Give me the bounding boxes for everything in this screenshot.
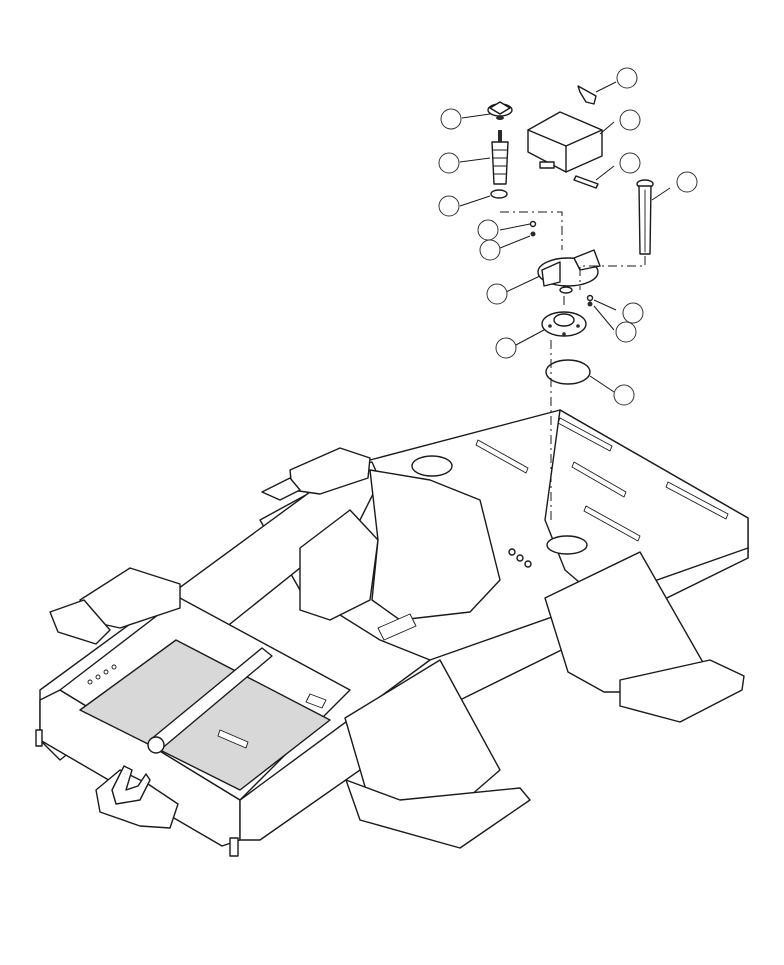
callout-circles — [438, 67, 698, 406]
callout-circle — [615, 321, 637, 343]
callout-leaders — [459, 81, 671, 393]
assembly-centerline-gauge — [579, 256, 646, 290]
key — [577, 85, 597, 105]
callout-circle — [676, 171, 698, 193]
callout-circle — [479, 239, 501, 261]
filler-cap — [487, 101, 513, 120]
center-plate-left — [299, 509, 379, 621]
callout-circle — [486, 283, 508, 305]
callout-circle — [495, 337, 517, 359]
level-gauge — [636, 179, 654, 255]
pin — [573, 175, 599, 189]
callout-circle — [440, 108, 462, 130]
control-box — [527, 111, 603, 173]
sender-gasket — [545, 359, 591, 385]
foot-front-right — [345, 779, 531, 849]
rear-bracket — [377, 613, 417, 641]
sender-top-plate — [537, 249, 601, 294]
foot-left-rear — [49, 599, 111, 645]
tow-hook — [111, 765, 151, 805]
deck-hole-upper — [411, 455, 453, 477]
callout-circle — [619, 152, 641, 174]
frame-front-floor — [79, 639, 331, 791]
front-plate-holes — [87, 664, 117, 685]
shaft-end-cap — [147, 736, 165, 754]
filler-strainer — [491, 130, 509, 185]
screw-set-left — [529, 220, 537, 237]
assembly-centerline-main — [500, 211, 563, 250]
filler-o-ring — [490, 189, 508, 199]
center-plate-right — [369, 469, 501, 621]
handle-bracket — [217, 729, 249, 749]
callout-circle — [622, 302, 644, 324]
callout-circle — [438, 195, 460, 217]
deck-slots — [475, 417, 729, 542]
callout-circle — [619, 109, 641, 131]
callout-circle — [438, 152, 460, 174]
exploded-parts — [487, 85, 654, 520]
foot-top-left — [261, 477, 301, 501]
main-frame — [35, 409, 749, 857]
foot-right-rear — [619, 659, 745, 723]
screw-set-right — [586, 294, 594, 307]
callout-circle — [616, 67, 638, 89]
front-post-right — [229, 837, 239, 857]
callout-circle — [613, 384, 635, 406]
callout-circle — [477, 219, 499, 241]
center-plate-holes — [508, 548, 532, 568]
sender-flange — [541, 311, 587, 337]
front-post-left — [35, 729, 43, 747]
clip-bracket — [305, 693, 327, 709]
deck-hole-tank — [546, 535, 588, 555]
